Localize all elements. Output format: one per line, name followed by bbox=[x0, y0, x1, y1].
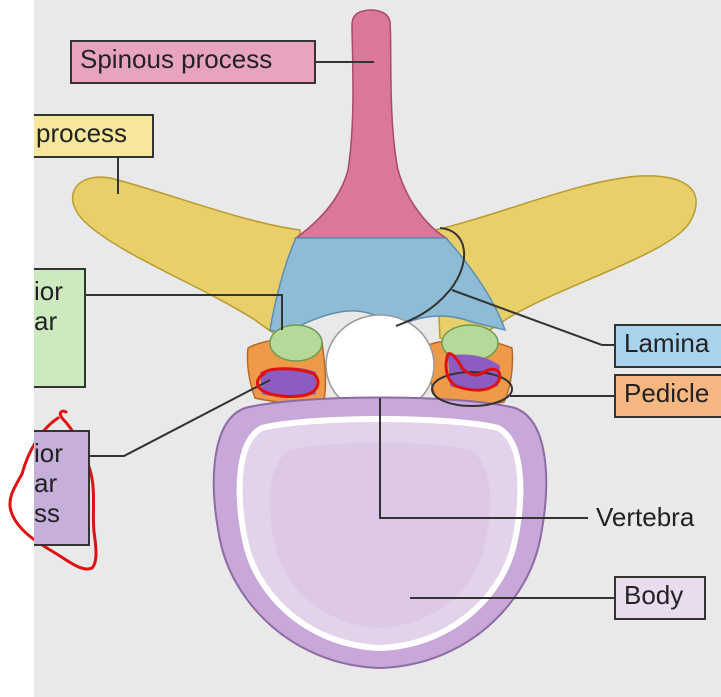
leader-lamina bbox=[451, 289, 614, 346]
pedicle-circle bbox=[431, 371, 513, 407]
label-transverse-process: process bbox=[34, 114, 154, 158]
label-body-text: Body bbox=[624, 580, 684, 610]
inferior-articular-process-left bbox=[260, 367, 316, 397]
label-lamina: Lamina bbox=[614, 324, 721, 368]
label-superior-line-2: ar bbox=[34, 306, 58, 336]
label-lamina-text: Lamina bbox=[624, 328, 710, 358]
lamina-bracket bbox=[395, 227, 466, 327]
label-spinous-process: Spinous process bbox=[70, 40, 316, 84]
superior-articular-facet-left bbox=[269, 324, 323, 362]
vertebral-body-spongy bbox=[269, 442, 491, 628]
label-inferior-articular-process: ior ar ss bbox=[34, 430, 90, 546]
label-vertebral-foramen: Vertebra bbox=[596, 502, 694, 533]
label-superior-articular-process: ior ar bbox=[34, 268, 86, 388]
label-body: Body bbox=[614, 576, 706, 620]
label-pedicle: Pedicle bbox=[614, 374, 721, 418]
transverse-process-left bbox=[71, 176, 301, 342]
label-pedicle-text: Pedicle bbox=[624, 378, 710, 408]
label-superior-line-1: ior bbox=[34, 276, 63, 306]
leader-vertebral-foramen bbox=[379, 398, 588, 519]
leader-superior-articular bbox=[84, 294, 283, 330]
leader-inferior-articular bbox=[90, 379, 271, 457]
label-inferior-line-1: ior bbox=[34, 438, 63, 468]
label-spinous-process-text: Spinous process bbox=[80, 44, 273, 74]
annotation-scribble-inferior-right bbox=[444, 352, 502, 392]
label-vertebral-foramen-text: Vertebra bbox=[596, 502, 695, 532]
label-inferior-line-3: ss bbox=[34, 498, 60, 528]
label-inferior-line-2: ar bbox=[34, 468, 58, 498]
annotation-circle-inferior-left bbox=[256, 367, 320, 398]
left-white-margin bbox=[0, 0, 34, 697]
label-transverse-process-text: process bbox=[36, 118, 128, 148]
